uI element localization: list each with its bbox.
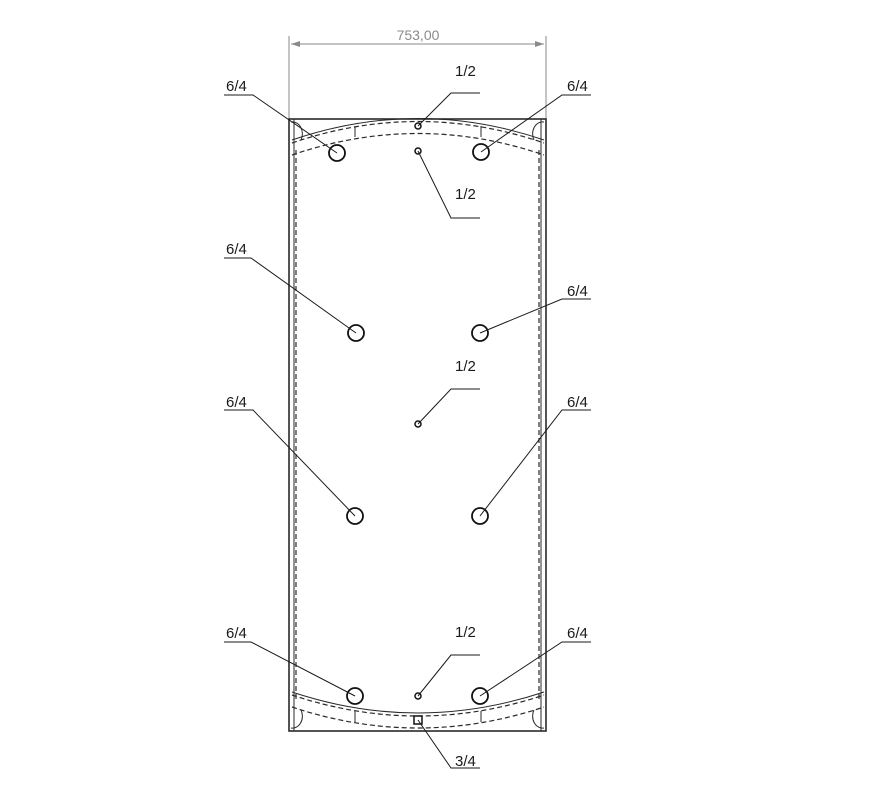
bottom-head-curve-solid: [291, 691, 545, 714]
callouts: 6/4 1/2 6/4 1/2 6/4 6/4 1/2 6/4 6/4 6/4 …: [224, 63, 591, 770]
label-lower-right: 6/4: [567, 394, 588, 411]
label-bottom-left: 6/4: [226, 625, 247, 642]
leader-top-center-upper: [417, 92, 480, 127]
top-right-corner-arc: [532, 121, 545, 141]
top-head: [290, 118, 545, 156]
label-lower-left: 6/4: [226, 394, 247, 411]
ports: [328, 122, 490, 725]
leader-top-right: [480, 94, 591, 153]
dim-arrow-right: [535, 41, 544, 47]
dim-arrow-left: [291, 41, 300, 47]
dim-value: 753,00: [397, 27, 440, 43]
label-top-center-upper: 1/2: [455, 63, 476, 80]
leader-top-center-lower: [417, 150, 480, 219]
label-upper-right: 6/4: [567, 283, 588, 300]
leader-center: [417, 388, 480, 425]
label-bottom-drain: 3/4: [455, 753, 476, 770]
label-upper-left: 6/4: [226, 241, 247, 258]
top-head-curve-inner: [291, 132, 545, 156]
label-top-left: 6/4: [226, 78, 247, 95]
leader-top-left: [224, 94, 338, 154]
bottom-left-corner-arc: [290, 709, 303, 729]
leader-upper-right: [479, 298, 591, 334]
bottom-right-corner-arc: [532, 709, 545, 729]
leader-lower-right: [479, 409, 591, 517]
leader-bottom-center: [417, 654, 480, 697]
label-center: 1/2: [455, 358, 476, 375]
leader-lower-left: [224, 409, 356, 517]
bottom-head-curve-inner: [291, 706, 545, 729]
leader-bottom-drain: [417, 719, 480, 769]
label-bottom-right: 6/4: [567, 625, 588, 642]
width-dimension: 753,00: [288, 27, 547, 122]
label-bottom-center: 1/2: [455, 624, 476, 641]
label-top-right: 6/4: [567, 78, 588, 95]
top-left-corner-arc: [290, 121, 303, 141]
leader-upper-left: [224, 257, 357, 334]
label-top-center-lower: 1/2: [455, 186, 476, 203]
leader-bottom-right: [479, 641, 591, 697]
leader-bottom-left: [224, 641, 356, 697]
top-head-curve-outer: [291, 120, 545, 144]
